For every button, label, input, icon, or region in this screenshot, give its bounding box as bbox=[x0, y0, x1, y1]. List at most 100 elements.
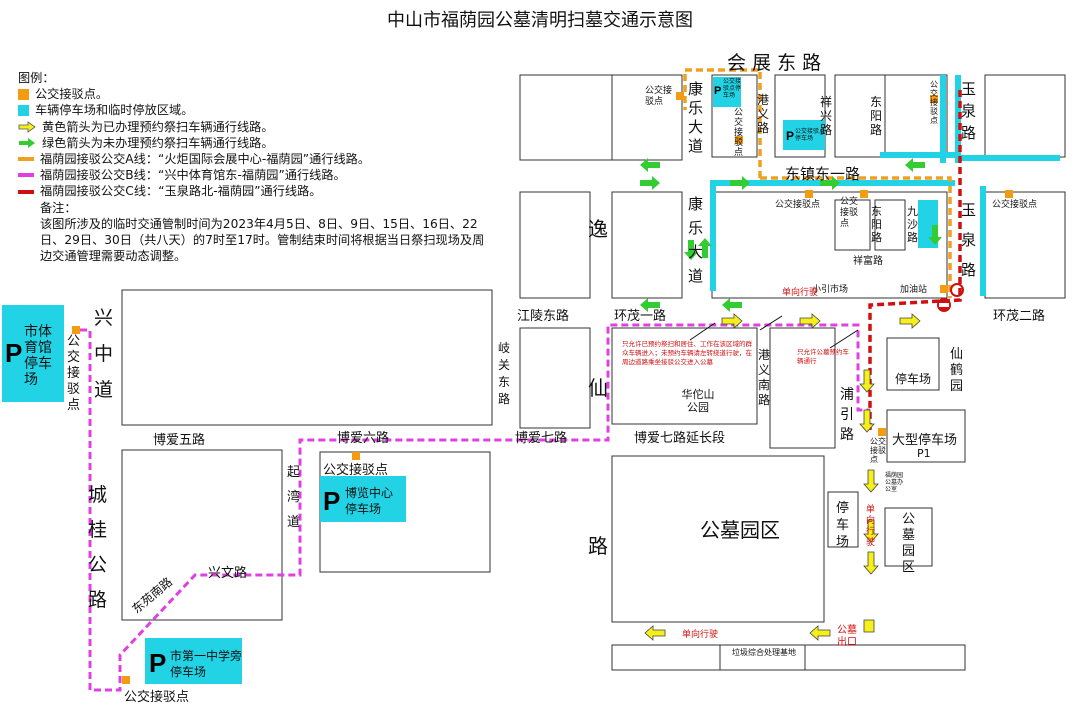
green-arrow-icon bbox=[19, 137, 35, 148]
road-yuquan-north: 玉泉路 bbox=[961, 80, 977, 142]
legend-item-label: 绿色箭头为未办理预约祭扫车辆通行线路。 bbox=[42, 135, 274, 150]
road-chenggui: 城桂公路 bbox=[88, 484, 108, 611]
oneway-label-1: 单向行驶 bbox=[782, 288, 819, 298]
legend-item-label: 黄色箭头为已办理预约祭扫车辆通行线路。 bbox=[42, 119, 274, 134]
place-cemetery-small: 公墓园区 bbox=[902, 512, 916, 575]
notice-pointers bbox=[689, 315, 859, 349]
legend-heading: 图例： bbox=[18, 71, 55, 85]
legend-item-green-arrow: 绿色箭头为未办理预约祭扫车辆通行线路。 bbox=[18, 135, 488, 151]
place-parking-side: 停车场 bbox=[836, 501, 850, 550]
place-office: 福荫园公墓办公室 bbox=[885, 472, 904, 493]
orange-square-icon bbox=[18, 88, 29, 100]
legend-item-label: 公交接驳点。 bbox=[35, 87, 109, 102]
cyan-square-icon bbox=[18, 105, 29, 116]
road-xingzhong: 兴中道 bbox=[94, 307, 114, 401]
parking-label-yizhong: 市第一中学旁停车场 bbox=[170, 649, 243, 679]
bus-line-a bbox=[683, 68, 952, 298]
bus-point-label-bolan: 公交接驳点 bbox=[323, 463, 389, 478]
note-heading: 备注： bbox=[40, 200, 77, 215]
road-dongyang-north: 东阳路 bbox=[870, 95, 883, 137]
yellow-arrows bbox=[644, 313, 921, 641]
bus-point-label-gangyi: 公交接驳点 bbox=[734, 108, 744, 158]
yellow-arrow-icon bbox=[18, 120, 36, 133]
parking-label-small-2: 公交接驳点停车场 bbox=[795, 128, 826, 142]
bus-stop-markers bbox=[72, 92, 1013, 684]
road-gangyi-nan: 港义南路 bbox=[758, 348, 771, 407]
road-xiangxing: 祥兴路 bbox=[820, 95, 833, 137]
parking-label-tiyuguan: 市体育馆停车场 bbox=[24, 324, 52, 388]
road-jiusha: 九沙路 bbox=[907, 205, 918, 244]
bus-point-label-yuquan-north: 公交接驳点 bbox=[930, 80, 938, 125]
legend-item-label: 福荫园接驳公交C线：“玉泉路北-福荫园”通行线路。 bbox=[40, 184, 322, 199]
page-title: 中山市福荫园公墓清明扫墓交通示意图 bbox=[387, 10, 693, 31]
bus-point-label-tiyuguan: 公交接驳点 bbox=[67, 334, 81, 413]
legend-item-bus-point: 公交接驳点。 bbox=[18, 86, 488, 102]
bus-point-label-yizhong: 公交接驳点 bbox=[124, 690, 190, 705]
legend-item-label: 福荫园接驳公交B线：“兴中体育馆东-福荫园”通行线路。 bbox=[40, 168, 346, 183]
legend-item-line-c: 福荫园接驳公交C线：“玉泉路北-福荫园”通行线路。 bbox=[18, 183, 488, 199]
road-boai5: 博爱五路 bbox=[153, 433, 206, 448]
road-xiangfu: 祥富路 bbox=[853, 256, 883, 267]
svg-text:P: P bbox=[5, 338, 22, 368]
notice-reservation: 只允许已预约祭扫和居住、工作在该区域的群众车辆进入；未预约车辆请左转绕道行驶，在… bbox=[622, 340, 752, 366]
place-garbage: 垃圾综合处理基地 bbox=[732, 648, 796, 657]
legend-item-yellow-arrow: 黄色箭头为已办理预约祭扫车辆通行线路。 bbox=[18, 119, 488, 135]
road-huizhan-dong: 会 展 东 路 bbox=[727, 52, 822, 74]
green-arrows bbox=[640, 158, 942, 312]
parking-label-small-1: 公交接驳点停车场 bbox=[723, 78, 742, 99]
oneway-label-3: 单向行驶 bbox=[682, 630, 719, 640]
note-text: 该图所涉及的临时交通管制时间为2023年4月5日、8日、9日、15日、16日、2… bbox=[40, 216, 485, 264]
legend-item-line-a: 福荫园接驳公交A线：“火炬国际会展中心-福荫园”通行线路。 bbox=[18, 151, 488, 167]
parking-p-symbols: P P P P P bbox=[5, 85, 794, 678]
place-parking-a: 停车场 bbox=[895, 372, 932, 386]
legend-item-parking: 车辆停车场和临时停放区域。 bbox=[18, 102, 488, 118]
road-yixian-3: 路 bbox=[588, 534, 608, 558]
place-parking-big-sub: P1 bbox=[917, 447, 931, 460]
road-kangle-north: 康乐大道 bbox=[688, 80, 704, 155]
legend-item-label: 车辆停车场和临时停放区域。 bbox=[35, 103, 194, 118]
city-blocks bbox=[121, 74, 1066, 671]
place-huatuo-park: 华佗山公园 bbox=[681, 388, 715, 414]
road-gangyi: 港义路 bbox=[757, 93, 770, 135]
svg-text:P: P bbox=[323, 486, 340, 516]
place-exit: 公墓出口 bbox=[837, 625, 857, 648]
legend: 图例： 公交接驳点。 车辆停车场和临时停放区域。 黄色箭头为已办理预约祭扫车辆通… bbox=[18, 70, 488, 264]
bus-point-label-puyin: 公交接驳点 bbox=[870, 437, 886, 464]
no-entry-signs bbox=[937, 283, 964, 312]
road-qiguan-dong: 岐关东路 bbox=[498, 341, 511, 406]
road-huanmao-1: 环茂一路 bbox=[614, 309, 667, 324]
place-cemetery-main: 公墓园区 bbox=[700, 518, 780, 542]
road-xingwen: 兴文路 bbox=[208, 566, 248, 581]
place-parking-big: 大型停车场 bbox=[892, 433, 958, 448]
bus-point-label-dongzhen-2: 公交接驳点 bbox=[840, 197, 859, 229]
road-kangle-south: 康乐大道 bbox=[688, 195, 704, 285]
svg-text:P: P bbox=[714, 85, 721, 97]
area-xianhe: 仙鹤园 bbox=[950, 347, 964, 394]
oneway-label-2: 单向行驶 bbox=[866, 505, 876, 548]
legend-item-line-b: 福荫园接驳公交B线：“兴中体育馆东-福荫园”通行线路。 bbox=[18, 167, 488, 183]
road-dongyang-south: 东阳路 bbox=[871, 205, 882, 244]
place-gas-station: 加油站 bbox=[900, 285, 928, 295]
svg-text:P: P bbox=[786, 129, 794, 143]
road-yixian-1: 逸 bbox=[588, 217, 608, 241]
road-boai7-ext: 博爱七路延长段 bbox=[634, 431, 726, 446]
road-boai7: 博爱七路 bbox=[515, 431, 568, 446]
road-boai6: 博爱六路 bbox=[337, 431, 390, 446]
legend-item-label: 福荫园接驳公交A线：“火炬国际会展中心-福荫园”通行线路。 bbox=[40, 152, 371, 167]
bus-point-label-yuquan-east: 公交接驳点 bbox=[992, 200, 1038, 210]
road-huanmao-2: 环茂二路 bbox=[993, 309, 1046, 324]
road-yixian-2: 仙 bbox=[588, 376, 608, 400]
road-yuquan-south: 玉泉路 bbox=[961, 201, 977, 279]
red-dash-icon bbox=[18, 189, 34, 194]
road-puyin: 浦引路 bbox=[840, 387, 854, 443]
notice-reserved-only: 只允许公墓预约车辆通行 bbox=[797, 348, 849, 365]
svg-text:P: P bbox=[149, 648, 166, 678]
bus-point-label-dongzhen-1: 公交接驳点 bbox=[775, 200, 821, 210]
road-dongzhen-dong1: 东镇东一路 bbox=[785, 165, 861, 183]
bus-point-label-kangle: 公交接驳点 bbox=[645, 86, 673, 107]
place-xiaoyin-market: 小引市场 bbox=[812, 285, 849, 295]
bus-line-c bbox=[868, 90, 962, 430]
road-qiwan: 起湾道 bbox=[287, 465, 301, 530]
magenta-dash-icon bbox=[18, 173, 34, 178]
